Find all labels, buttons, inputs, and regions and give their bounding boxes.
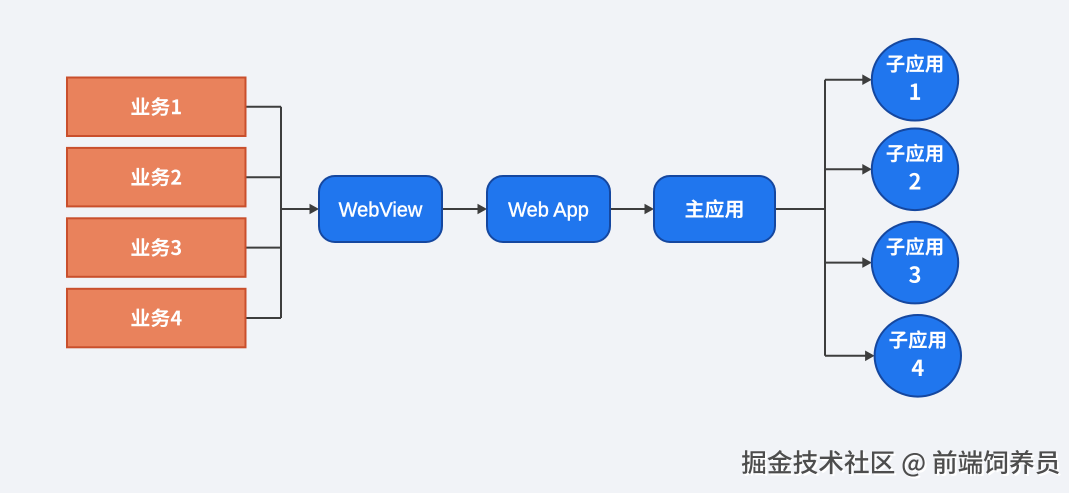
svg-text:WebView: WebView <box>339 200 423 222</box>
svg-text:Web App: Web App <box>508 200 589 222</box>
